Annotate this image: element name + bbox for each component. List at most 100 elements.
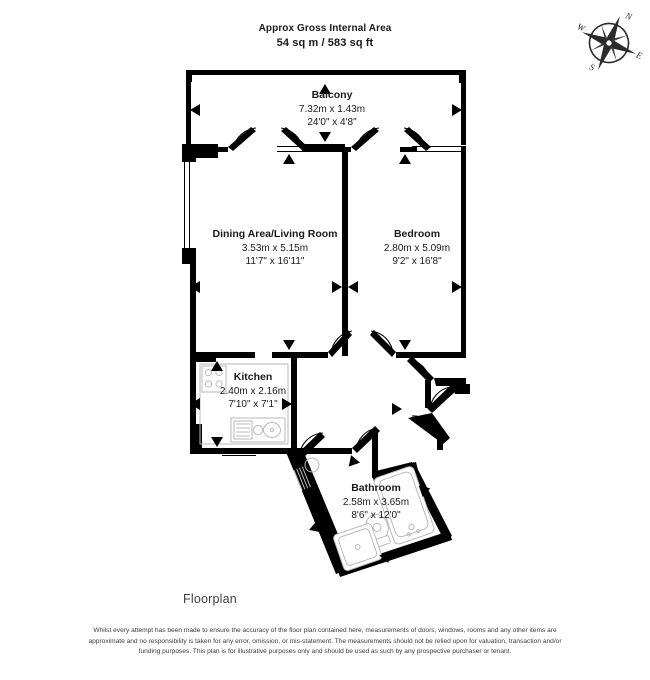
room-dim-imperial-bathroom: 8'6" x 12'0" bbox=[351, 510, 401, 522]
dimension-arrows bbox=[190, 84, 462, 563]
arrow-balcony-north bbox=[319, 84, 331, 94]
wall-hall-door-frame-right bbox=[370, 330, 396, 357]
arrow-bedroom-west bbox=[348, 281, 358, 293]
arrow-bedroom-south bbox=[399, 340, 411, 350]
door-swing-cupboard-upper bbox=[409, 359, 430, 382]
wall-door-frame-living-left bbox=[228, 127, 256, 151]
room-label-balcony: Balcony 7.32m x 1.43m 24'0" x 4'8" bbox=[252, 89, 412, 129]
wall-balcony-south-seg4 bbox=[400, 147, 412, 152]
arrow-living-east bbox=[332, 281, 342, 293]
door-swing-living-hall bbox=[330, 330, 353, 355]
wall-hall-cupboard-lower bbox=[427, 384, 457, 413]
door-swing-bedroom-hall bbox=[370, 330, 394, 355]
room-dim-metric-living: 3.53m x 5.15m bbox=[241, 242, 309, 254]
door-swing-balcony-living-right bbox=[280, 127, 304, 150]
compass-label-east: E bbox=[634, 49, 644, 61]
room-dim-metric-kitchen: 2.40m x 2.16m bbox=[219, 385, 287, 397]
wall-hall-right-lower bbox=[437, 428, 443, 450]
arrow-balcony-east bbox=[452, 104, 462, 116]
floorplan-drawing bbox=[182, 70, 470, 577]
wall-balcony-south-mid bbox=[305, 144, 345, 152]
arrow-bathroom-west bbox=[309, 520, 321, 533]
compass-label-north: N bbox=[623, 10, 634, 22]
wall-bathroom-southwest bbox=[337, 531, 452, 577]
room-dim-metric-bedroom: 2.80m x 5.09m bbox=[383, 242, 451, 254]
room-dim-imperial-living: 11'7" x 16'11" bbox=[245, 256, 305, 268]
arrow-bedroom-north bbox=[399, 154, 411, 164]
wall-balcony-north bbox=[186, 70, 466, 75]
wall-hall-door-frame-left bbox=[328, 330, 352, 357]
window-balcony-right bbox=[412, 146, 466, 152]
room-name-kitchen: Kitchen bbox=[233, 371, 273, 383]
wall-kitchen-east bbox=[291, 355, 297, 454]
disclaimer-text: Whilst every attempt has been made to en… bbox=[88, 627, 562, 656]
wall-bedroom-south-right bbox=[396, 352, 466, 358]
room-name-living: Dining Area/Living Room bbox=[212, 228, 338, 240]
door-swing-cupboard-lower bbox=[429, 386, 453, 412]
door-swing-bathroom bbox=[355, 427, 378, 452]
wall-kitchen-north-stub bbox=[190, 352, 216, 362]
wall-bathroom-door-frame-left bbox=[297, 432, 325, 459]
wall-kitchen-west-lower-block bbox=[190, 424, 202, 454]
wall-balcony-south-seg1 bbox=[218, 147, 228, 152]
arrow-kitchen-east bbox=[282, 398, 292, 410]
wall-door-frame-living-right bbox=[281, 127, 308, 151]
wall-bedroom-east bbox=[461, 147, 466, 356]
room-name-bedroom: Bedroom bbox=[393, 228, 441, 240]
room-label-bedroom: Bedroom 2.80m x 5.09m 9'2" x 16'8" bbox=[352, 228, 482, 268]
window-living-west bbox=[184, 160, 190, 252]
door-swing-balcony-bedroom-left bbox=[355, 127, 380, 150]
wall-balcony-east bbox=[461, 70, 466, 145]
wall-hall-east-stub bbox=[425, 380, 431, 408]
area-value: 54 sq m / 583 sq ft bbox=[276, 36, 374, 49]
arrow-living-north bbox=[283, 154, 295, 164]
gross-internal-area-header: Approx Gross Internal Area 54 sq m / 583… bbox=[0, 22, 650, 50]
radiator-icon bbox=[293, 457, 320, 491]
compass-rose-icon: N E S W bbox=[572, 6, 646, 80]
door-swing-balcony-bedroom-right bbox=[403, 127, 427, 150]
room-dim-imperial-balcony: 24'0" x 4'8" bbox=[307, 117, 357, 129]
room-label-bathroom: Bathroom 2.58m x 3.65m 8'6" x 12'0" bbox=[313, 482, 439, 522]
room-name-bathroom: Bathroom bbox=[351, 482, 401, 494]
window-kitchen-south bbox=[222, 450, 256, 456]
wall-door-frame-bedroom-left bbox=[351, 127, 379, 151]
wall-living-west bbox=[190, 258, 196, 360]
wall-hall-cupboard-upper bbox=[407, 356, 434, 383]
arrow-living-west bbox=[190, 281, 200, 293]
room-label-kitchen: Kitchen 2.40m x 2.16m 7'10" x 7'1" bbox=[203, 371, 303, 411]
room-dim-imperial-kitchen: 7'10" x 7'1" bbox=[228, 399, 278, 411]
wall-living-west-upper-block bbox=[182, 144, 196, 162]
wall-balcony-west bbox=[186, 70, 191, 145]
arrow-living-south bbox=[283, 340, 295, 350]
arrow-bathroom-south bbox=[379, 551, 391, 563]
kitchen-sink-icon bbox=[230, 417, 286, 443]
wall-living-south-mid bbox=[272, 352, 328, 358]
floorplan-caption: Floorplan bbox=[183, 592, 237, 606]
arrow-balcony-west bbox=[190, 104, 200, 116]
wall-living-south-left bbox=[190, 352, 255, 358]
door-swing-hall-entry bbox=[411, 415, 435, 431]
wall-balcony-south-right bbox=[409, 147, 417, 152]
arrow-balcony-south bbox=[319, 132, 331, 142]
room-label-living: Dining Area/Living Room 3.53m x 5.15m 11… bbox=[185, 228, 365, 268]
compass-label-south: S bbox=[588, 62, 596, 73]
wall-bathroom-north-partition bbox=[372, 430, 378, 478]
room-name-balcony: Balcony bbox=[311, 89, 353, 101]
wall-central-partition bbox=[342, 147, 348, 356]
arrow-bathroom-east bbox=[418, 485, 431, 498]
room-dim-metric-bathroom: 2.58m x 3.65m bbox=[342, 496, 410, 508]
door-swing-balcony-living-left bbox=[232, 127, 257, 150]
arrow-bathroom-north bbox=[348, 455, 361, 467]
wall-hall-south bbox=[300, 448, 352, 454]
room-dim-imperial-bedroom: 9'2" x 16'8" bbox=[392, 256, 442, 268]
door-swings bbox=[232, 127, 453, 453]
arrow-bedroom-east bbox=[452, 281, 462, 293]
arrow-kitchen-west bbox=[190, 398, 200, 410]
arrow-kitchen-south bbox=[211, 437, 223, 447]
arrow-kitchen-north bbox=[211, 361, 223, 371]
wall-door-frame-bedroom-right bbox=[404, 127, 431, 151]
area-title: Approx Gross Internal Area bbox=[258, 23, 392, 34]
arrow-hall-east bbox=[392, 403, 402, 415]
wall-hall-lower-right bbox=[452, 384, 470, 394]
door-swing-kitchen-hall bbox=[299, 432, 324, 453]
